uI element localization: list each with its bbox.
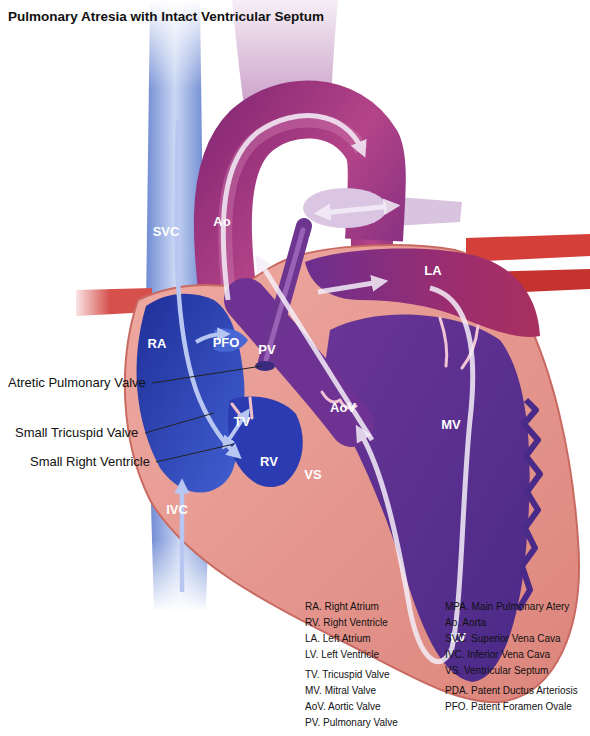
key-entry: IVC. Inferior Vena Cava (445, 649, 550, 661)
trabeculae (518, 400, 540, 610)
key-entry: LV. Left Ventricle (305, 649, 379, 661)
anatomy-label: RA (148, 337, 167, 352)
anatomy-label: TV (234, 415, 251, 430)
anatomy-label: IVC (166, 503, 188, 518)
key-entry: PV. Pulmonary Valve (305, 717, 398, 729)
anatomy-label: PV (258, 343, 275, 358)
anatomy-label: Ao (213, 215, 230, 230)
flow-arrow (260, 262, 372, 440)
key-entry: MV. Mitral Valve (305, 685, 376, 697)
atretic-valve (255, 361, 275, 371)
key-entry: AoV. Aortic Valve (305, 701, 381, 713)
right-atrium (137, 294, 245, 493)
key-entry: PFO. Patent Foramen Ovale (445, 701, 572, 713)
flow-arrow (322, 206, 392, 213)
callout-label: Small Right Ventricle (30, 455, 150, 470)
anatomy-label: PFO (213, 336, 240, 351)
leader-line (152, 366, 262, 383)
heart-muscle (125, 245, 579, 702)
key-entry: Ao. Aorta (445, 617, 486, 629)
callout-label: Atretic Pulmonary Valve (8, 376, 146, 391)
flow-arrow (223, 116, 362, 300)
key-entry: RA. Right Atrium (305, 601, 379, 613)
key-entry: MPA. Main Pulmonary Atery (445, 601, 569, 613)
anatomy-label: MPA (308, 235, 336, 250)
key-entry: VS. Ventricular Septum (445, 665, 548, 677)
anatomy-label: AoV (330, 401, 356, 416)
key-entry: PDA. Patent Ductus Arteriosis (445, 685, 578, 697)
key-entry: RV. Right Ventricle (305, 617, 388, 629)
pulmonary-vein (466, 234, 590, 262)
key-entry: TV. Tricuspid Valve (305, 669, 389, 681)
anatomy-label: SVC (153, 225, 180, 240)
leader-line (145, 413, 214, 433)
right-ventricle (228, 396, 303, 487)
leader-line (156, 444, 234, 462)
anatomy-label: PDA (298, 173, 325, 188)
anatomy-label: RV (260, 455, 278, 470)
callout-label: Small Tricuspid Valve (15, 426, 138, 441)
main-pulmonary-artery-highlight (266, 230, 303, 360)
key-entry: LA. Left Atrium (305, 633, 371, 645)
anatomy-label: VS (304, 468, 321, 483)
diagram-title: Pulmonary Atresia with Intact Ventricula… (8, 9, 324, 25)
anatomy-label: LA (424, 264, 441, 279)
vessel-fade (70, 284, 110, 320)
flow-arrow (318, 282, 380, 292)
key-entry: SVC. Superior Vena Cava (445, 633, 561, 645)
anatomy-label: MV (441, 418, 461, 433)
